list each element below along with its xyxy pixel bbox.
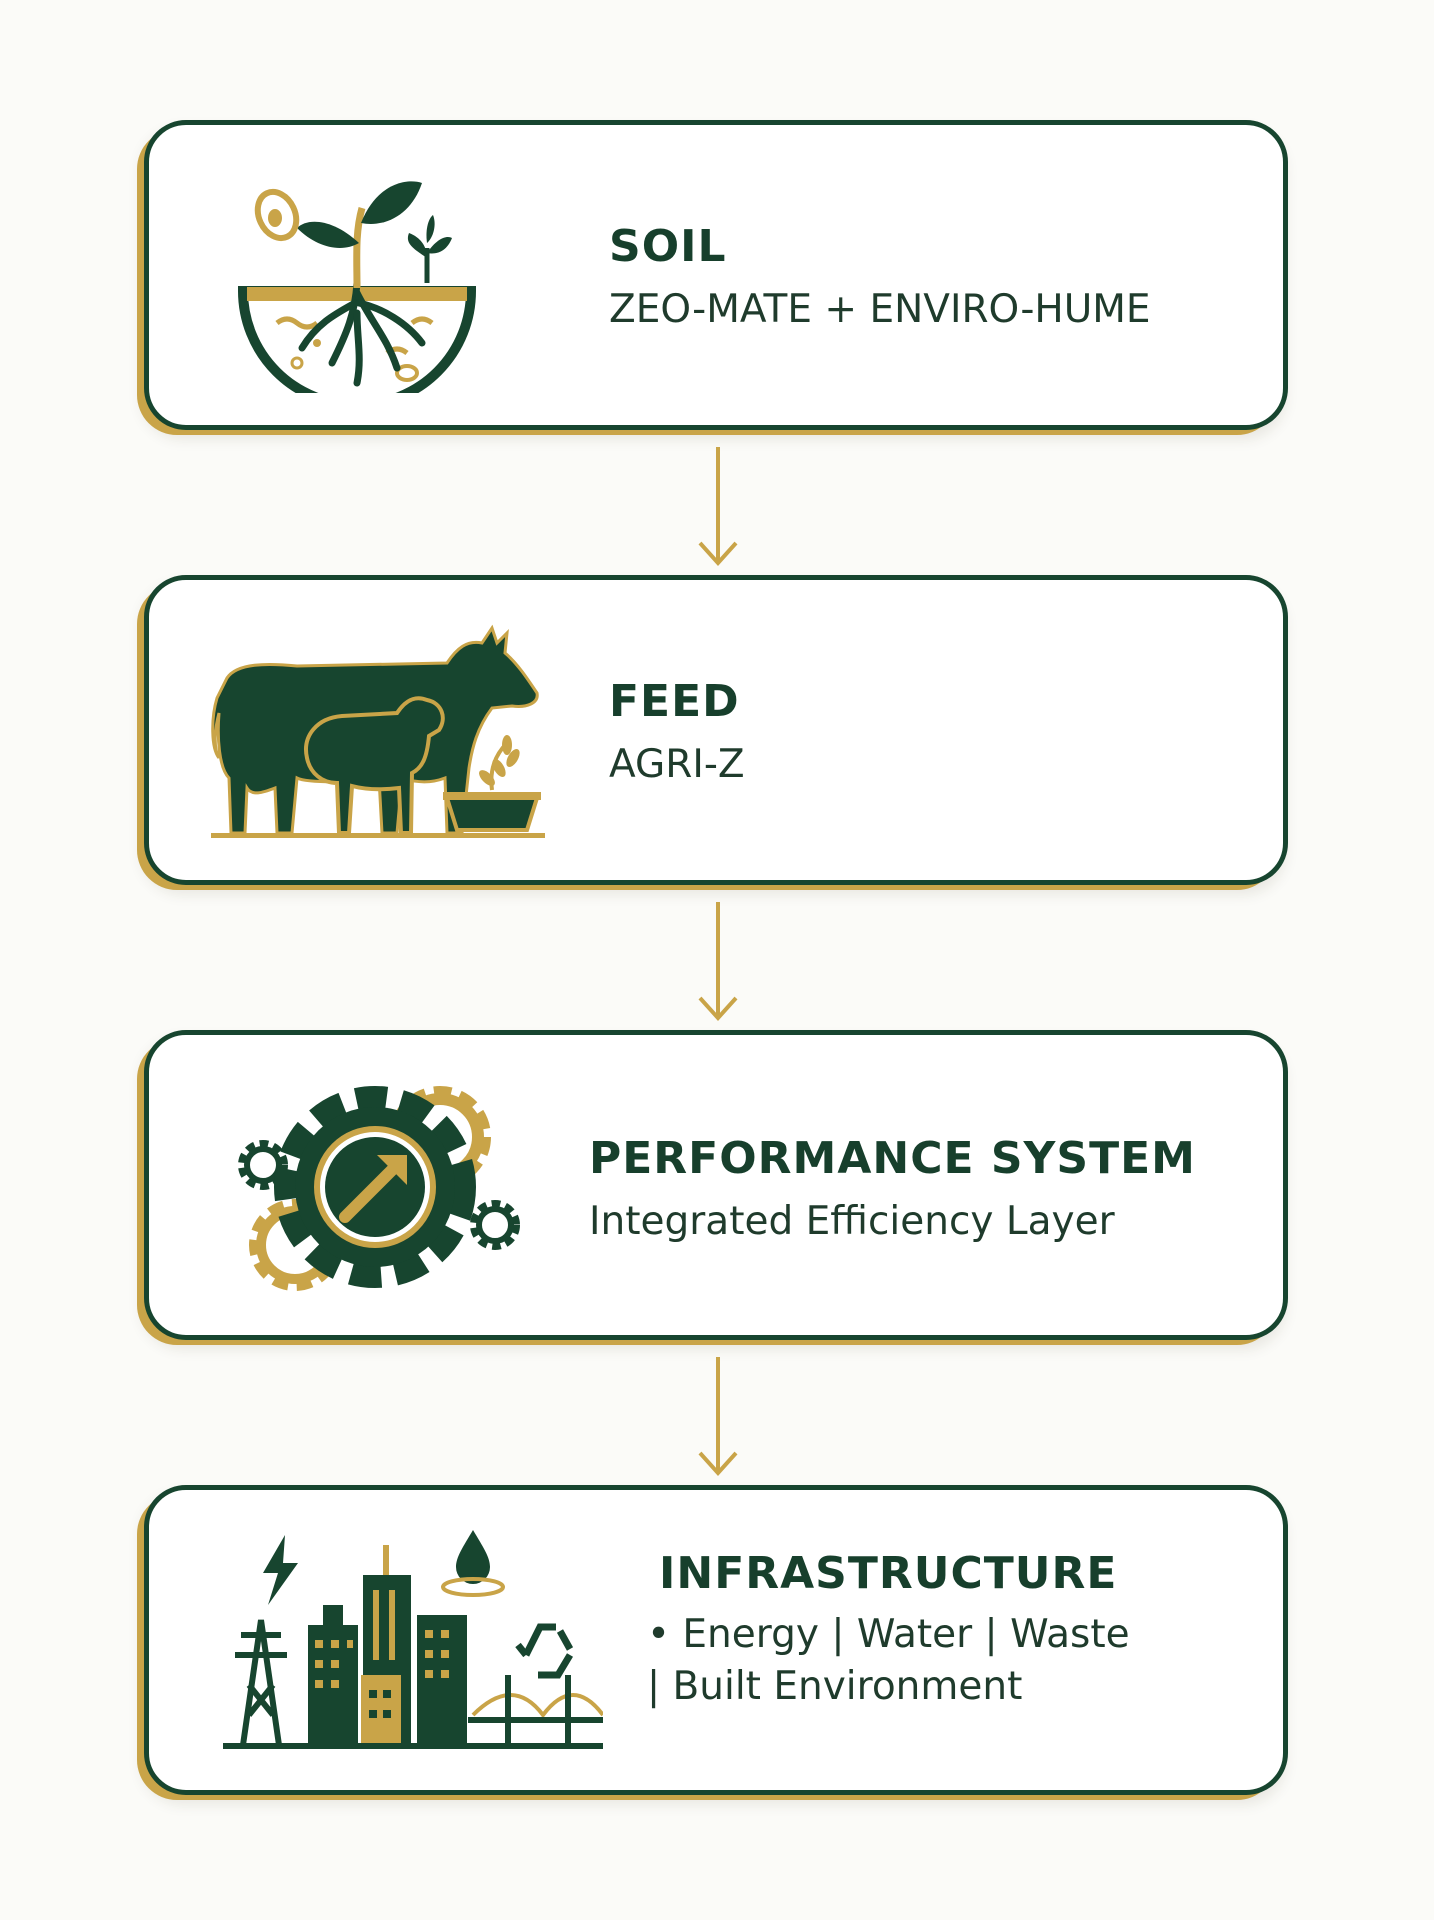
step-text: INFRASTRUCTURE • Energy | Water | Waste … (647, 1548, 1130, 1712)
cow-sheep-feed-bowl-icon (207, 618, 547, 848)
step-title: FEED (609, 676, 740, 727)
step-text: SOIL ZEO-MATE + ENVIRO-HUME (609, 221, 1151, 335)
flow-arrow-icon (694, 445, 742, 569)
flow-arrow-icon (694, 1355, 742, 1479)
step-subtitle-line-1: • Energy | Water | Waste (647, 1612, 1130, 1657)
soil-roots-sprout-icon (237, 163, 477, 393)
step-title: INFRASTRUCTURE (659, 1548, 1118, 1599)
gears-arrow-icon (235, 1075, 525, 1300)
step-text: PERFORMANCE SYSTEM Integrated Efficiency… (589, 1133, 1196, 1247)
step-card-infrastructure: INFRASTRUCTURE • Energy | Water | Waste … (144, 1485, 1288, 1795)
step-card-soil: SOIL ZEO-MATE + ENVIRO-HUME (144, 120, 1288, 430)
step-card-performance-system: PERFORMANCE SYSTEM Integrated Efficiency… (144, 1030, 1288, 1340)
step-subtitle-line-2: | Built Environment (647, 1664, 1023, 1709)
step-text: FEED AGRI-Z (609, 676, 745, 790)
step-title: PERFORMANCE SYSTEM (589, 1133, 1196, 1184)
city-infrastructure-icon (213, 1525, 603, 1760)
step-subtitle: Integrated Efficiency Layer (589, 1199, 1115, 1244)
step-title: SOIL (609, 221, 727, 272)
flow-arrow-icon (694, 900, 742, 1024)
step-subtitle: AGRI-Z (609, 742, 745, 787)
step-subtitle: ZEO-MATE + ENVIRO-HUME (609, 287, 1151, 332)
step-card-feed: FEED AGRI-Z (144, 575, 1288, 885)
